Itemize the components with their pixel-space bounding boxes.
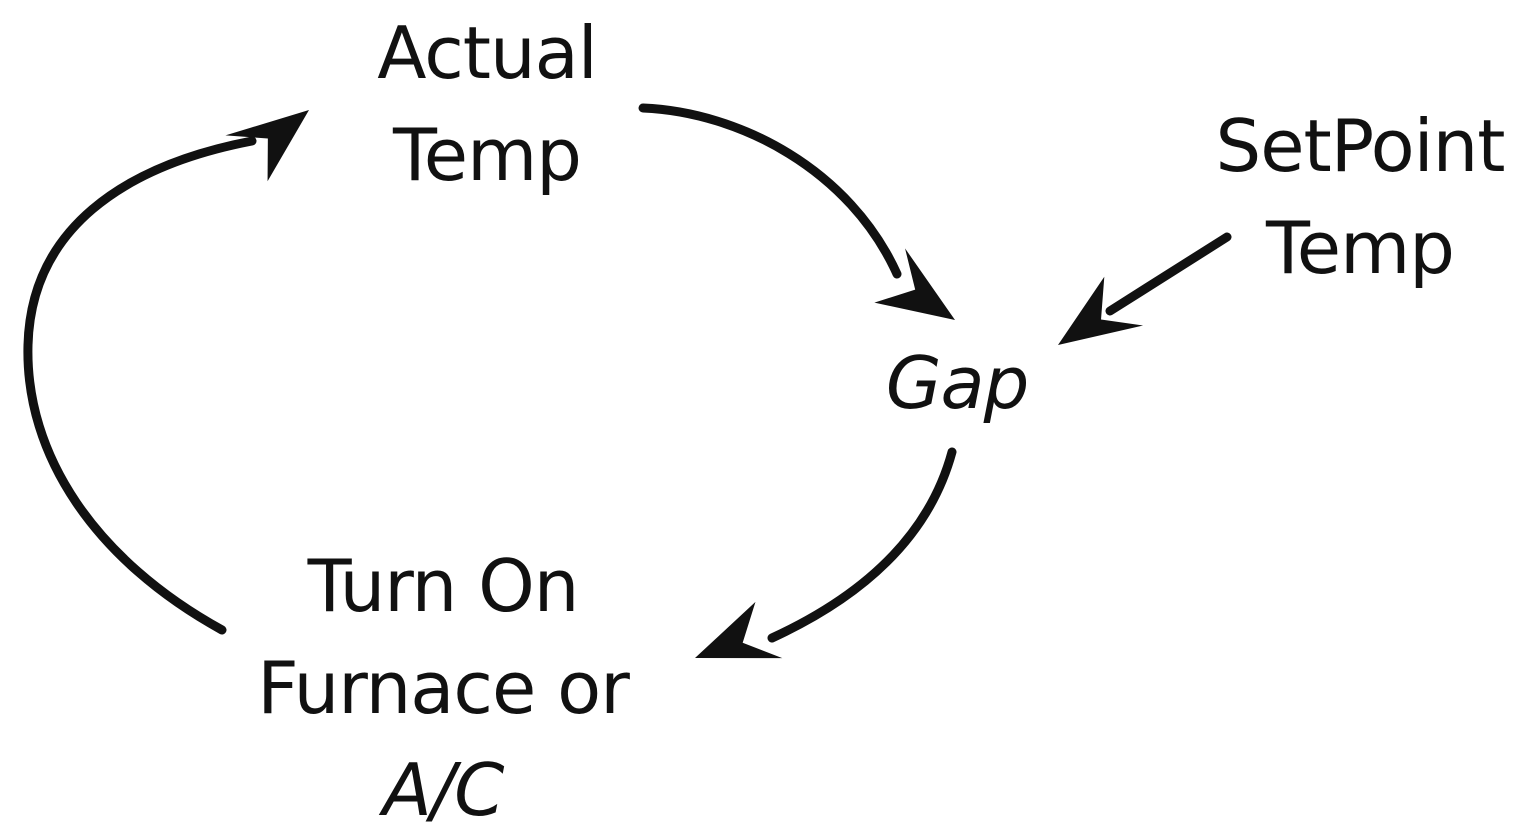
arrow-actual-to-gap-shaft: [638, 103, 902, 279]
node-turn-on-furnace: Turn On Furnace or A/C: [243, 535, 643, 832]
node-actual-temp-line1: Actual: [377, 11, 598, 95]
arrow-turnon-to-actual: [23, 110, 309, 635]
arrow-setpoint-to-gap: [1058, 232, 1232, 345]
node-actual-temp: Actual Temp: [312, 2, 662, 206]
arrow-setpoint-to-gap-shaft: [1105, 232, 1232, 316]
node-turn-on-line2: Furnace or: [257, 646, 630, 731]
node-turn-on-line1: Turn On: [307, 544, 580, 628]
arrow-actual-to-gap-head-icon: [874, 248, 955, 320]
node-setpoint-temp-line2: Temp: [1266, 206, 1455, 291]
arrow-turnon-to-actual-head-icon: [225, 110, 309, 182]
node-gap-label: Gap: [885, 341, 1030, 425]
arrow-setpoint-to-gap-head-icon: [1058, 276, 1144, 345]
node-turn-on-line3: A/C: [382, 748, 505, 832]
arrow-gap-to-turnon: [695, 447, 957, 659]
node-setpoint-temp: SetPoint Temp: [1185, 95, 1528, 299]
arrow-gap-to-turnon-head-icon: [695, 601, 783, 659]
arrow-actual-to-gap: [638, 103, 955, 320]
arrow-gap-to-turnon-shaft: [767, 447, 957, 643]
arrow-turnon-to-actual-shaft: [23, 136, 257, 635]
node-gap: Gap: [857, 332, 1057, 434]
node-setpoint-temp-line1: SetPoint: [1215, 104, 1506, 188]
node-actual-temp-line2: Temp: [393, 113, 582, 198]
